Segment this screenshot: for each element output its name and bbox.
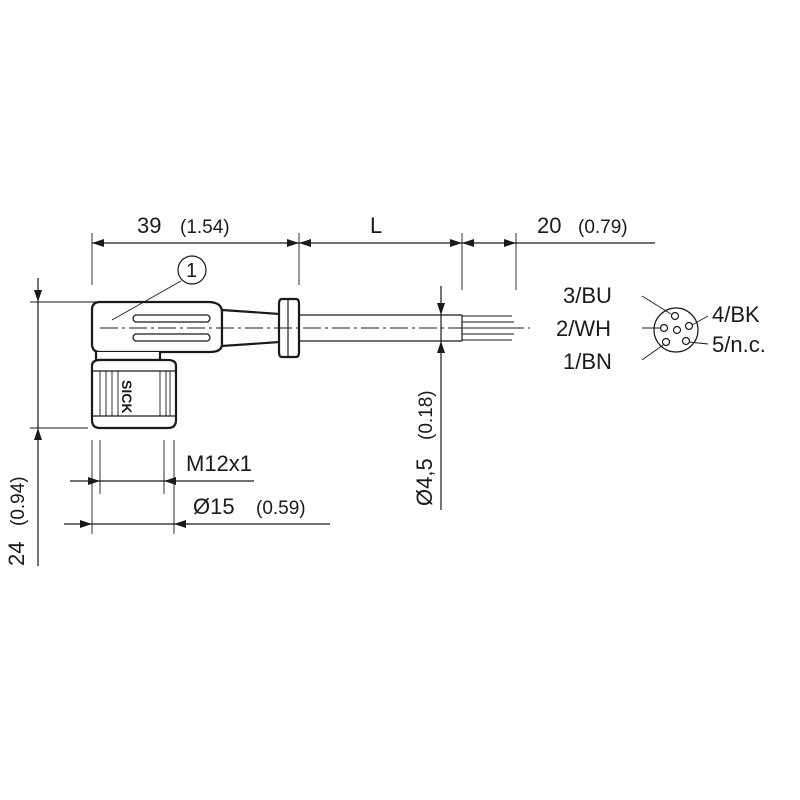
- pin-label-3: 3/BU: [563, 283, 612, 308]
- dimension-height-24: 24 (0.94): [4, 278, 98, 566]
- pin-3: [670, 311, 680, 321]
- dimension-wire-strip: 20 (0.79): [462, 213, 655, 290]
- pin-4: [684, 321, 694, 331]
- dimension-cable-length: L: [299, 213, 463, 290]
- pin-2: [659, 323, 669, 333]
- dim-39-value: 39: [137, 213, 161, 238]
- pinout-diagram: 3/BU 2/WH 1/BN 4/BK 5/n.c.: [556, 283, 766, 374]
- dimension-length-39: 39 (1.54): [91, 213, 300, 285]
- dim-nut-diameter-value: Ø15: [193, 494, 235, 519]
- pinout-face: [653, 307, 699, 353]
- dim-cable-diameter-value: Ø4,5: [412, 458, 437, 506]
- pin-5: [672, 325, 682, 335]
- dim-cable-diameter-inch: (0.18): [416, 390, 437, 440]
- dim-20-inch: (0.79): [578, 217, 628, 238]
- dim-20-value: 20: [537, 213, 561, 238]
- pin-label-1: 1/BN: [563, 349, 612, 374]
- pin-1: [661, 337, 671, 347]
- dim-thread-value: M12x1: [186, 451, 252, 476]
- dimension-nut-diameter: Ø15 (0.59): [64, 440, 330, 534]
- dim-24-value: 24: [4, 542, 29, 566]
- callout-number: 1: [186, 260, 197, 282]
- dim-24-inch: (0.94): [8, 476, 29, 526]
- brand-logo: SICK: [119, 380, 135, 413]
- dim-L-value: L: [370, 213, 382, 238]
- dim-nut-diameter-inch: (0.59): [256, 498, 306, 519]
- connector-housing: [90, 297, 301, 362]
- knurled-nut: SICK: [90, 358, 178, 430]
- dim-39-inch: (1.54): [180, 217, 230, 238]
- pin-label-2: 2/WH: [556, 316, 611, 341]
- pin-6: [681, 336, 691, 346]
- cable-body: [298, 314, 463, 342]
- knurl-ridges: [99, 371, 171, 416]
- pin-label-4: 4/BK: [712, 302, 760, 327]
- callout-marker: 1: [111, 255, 207, 321]
- pin-label-5: 5/n.c.: [712, 332, 766, 357]
- dimension-thread: M12x1: [70, 440, 254, 494]
- dimension-cable-diameter: Ø4,5 (0.18): [412, 286, 445, 510]
